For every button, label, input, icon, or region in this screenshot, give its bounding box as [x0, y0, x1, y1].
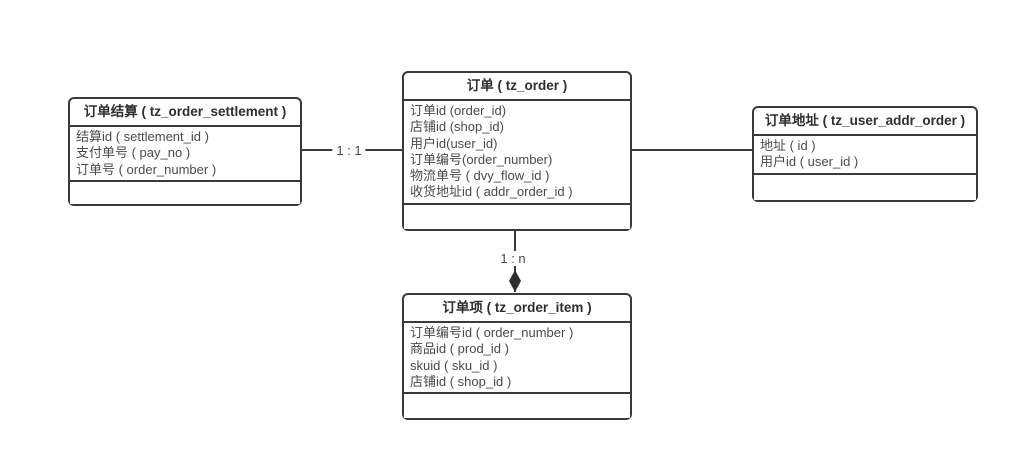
entity-field: 店铺id (shop_id): [410, 119, 504, 135]
entity-tz-user-addr-order[interactable]: 订单地址 ( tz_user_addr_order ) 地址 ( id ) 用户…: [752, 106, 978, 202]
entity-field: 物流单号 ( dvy_flow_id ): [410, 168, 550, 184]
cardinality-label-1-n: 1 : n: [496, 251, 530, 266]
entity-empty-compartment: [404, 204, 630, 229]
cardinality-label-1-1: 1 : 1: [332, 143, 366, 158]
entity-field: 用户id(user_id): [410, 135, 498, 151]
entity-field: 地址 ( id ): [760, 138, 816, 153]
entity-field: 订单id (order_id): [410, 103, 507, 118]
entity-empty-compartment: [70, 181, 300, 204]
entity-field: 结算id ( settlement_id ): [76, 129, 209, 144]
entity-field: 用户id ( user_id ): [760, 154, 859, 170]
entity-empty-compartment: [404, 394, 630, 419]
entity-tz-order-item[interactable]: 订单项 ( tz_order_item ) 订单编号id ( order_num…: [402, 293, 632, 421]
entity-field: 订单编号(order_number): [410, 151, 553, 167]
filled-diamond-icon: [509, 270, 521, 292]
entity-field: 支付单号 ( pay_no ): [76, 145, 191, 161]
entity-tz-order[interactable]: 订单 ( tz_order ) 订单id (order_id) 店铺id (sh…: [402, 71, 632, 231]
entity-field: 收货地址id ( addr_order_id ): [410, 184, 573, 200]
entity-fields: 订单编号id ( order_number ) 商品id ( prod_id )…: [404, 323, 630, 395]
entity-fields: 订单id (order_id) 店铺id (shop_id) 用户id(user…: [404, 101, 630, 205]
entity-field: skuid ( sku_id ): [410, 357, 498, 373]
entity-title: 订单地址 ( tz_user_addr_order ): [754, 108, 976, 136]
entity-field: 商品id ( prod_id ): [410, 341, 509, 357]
entity-field: 店铺id ( shop_id ): [410, 373, 512, 389]
entity-title: 订单结算 ( tz_order_settlement ): [70, 99, 300, 127]
entity-fields: 结算id ( settlement_id ) 支付单号 ( pay_no ) 订…: [70, 127, 300, 182]
entity-field: 订单编号id ( order_number ): [410, 325, 574, 340]
entity-field: 订单号 ( order_number ): [76, 161, 217, 177]
connector-order-address: [632, 149, 752, 151]
entity-empty-compartment: [754, 174, 976, 200]
entity-title: 订单 ( tz_order ): [404, 73, 630, 101]
entity-tz-order-settlement[interactable]: 订单结算 ( tz_order_settlement ) 结算id ( sett…: [68, 97, 302, 206]
entity-title: 订单项 ( tz_order_item ): [404, 295, 630, 323]
entity-fields: 地址 ( id ) 用户id ( user_id ): [754, 136, 976, 175]
